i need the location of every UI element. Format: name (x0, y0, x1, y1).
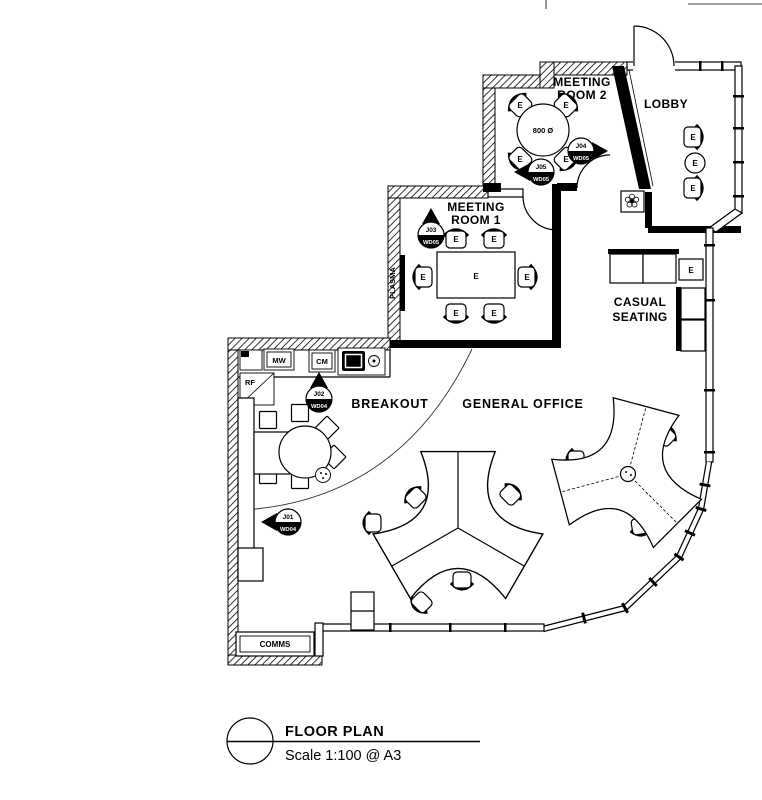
plant-icon (620, 190, 645, 213)
plasma-screen (400, 255, 405, 311)
joinery-tag-j01: J01 WD04 (261, 508, 302, 536)
solid-walls (390, 66, 741, 348)
wall-jog (707, 208, 744, 233)
desk-pod (535, 385, 722, 557)
room-meeting-room-1: MEETING ROOM 1 E E E E E E E PLASMA (388, 200, 538, 324)
comms-door-jamb (314, 622, 324, 657)
equipment-label: E (473, 272, 479, 281)
round-stool (315, 467, 331, 483)
tag-arrow-left-icon (514, 163, 530, 181)
stool (290, 403, 310, 423)
tag-arrow-up-icon (422, 208, 440, 224)
casual-seating-label-line2: SEATING (612, 310, 667, 324)
joinery-tag-j03: J03 WD05 (417, 208, 445, 249)
desk-pod (362, 450, 544, 619)
lobby-label: LOBBY (644, 97, 688, 111)
side-table (678, 258, 704, 281)
meeting-room-2-label-line1: MEETING (553, 75, 610, 89)
tag-id: J01 (283, 514, 294, 521)
equipment-label: E (524, 273, 530, 282)
coffee-machine-label: CM (316, 357, 328, 366)
tag-sheet: WD05 (573, 156, 590, 162)
lobby-side-table (684, 152, 706, 174)
tag-sheet: WD04 (311, 404, 328, 410)
joinery-tag-j04: J04 WD05 (567, 137, 608, 165)
sink-icon (337, 347, 386, 376)
refrigerator-label: RF (245, 378, 255, 387)
wall-cabinet (237, 547, 264, 582)
room-general-office: GENERAL OFFICE (350, 385, 722, 631)
tag-id: J04 (576, 143, 587, 150)
office-chair (495, 478, 527, 510)
room-breakout: BREAKOUT MW CM RF (237, 347, 428, 582)
equipment-label: E (692, 159, 698, 168)
sheet-edge-lines (545, 0, 762, 9)
title-block: FLOOR PLAN Scale 1:100 @ A3 (226, 717, 480, 765)
pod-hub (619, 465, 637, 483)
tag-arrow-left-icon (261, 513, 277, 531)
lobby-diagonal-wall (612, 66, 651, 189)
pedestal-unit (350, 591, 375, 631)
sofa-back (676, 287, 681, 351)
tag-sheet: WD05 (423, 240, 440, 246)
tag-sheet: WD05 (533, 177, 550, 183)
meeting-room-1-label-line2: ROOM 1 (451, 213, 501, 227)
glazing-walls (314, 60, 744, 657)
equipment-label: E (491, 309, 497, 318)
breakout-round-table (278, 425, 332, 479)
breakout-zone-arc (242, 348, 473, 511)
equipment-label: E (563, 101, 569, 110)
tag-arrow-right-icon (592, 142, 608, 160)
equipment-label: E (517, 101, 523, 110)
meeting-room-2-door-arc (576, 154, 611, 189)
mr1-top-wall-thin (487, 188, 524, 198)
stool (258, 410, 278, 430)
drawing-scale: Scale 1:100 @ A3 (285, 748, 401, 764)
comms-label: COMMS (260, 640, 291, 649)
doors (522, 25, 675, 231)
office-chair (362, 510, 383, 536)
sofa-cushion (680, 319, 706, 352)
tag-id: J03 (426, 227, 437, 234)
curtain-wall-mullions (581, 482, 711, 624)
sofa-cushion (609, 253, 644, 284)
table-diameter-label: 800 Ø (533, 126, 554, 135)
lobby-entry-door-arc (633, 25, 675, 67)
equipment-label: E (690, 184, 696, 193)
equipment-label: E (517, 155, 523, 164)
equipment-label: E (420, 273, 426, 282)
equipment-label: E (690, 133, 696, 142)
joinery-tag-j02: J02 WD04 (305, 372, 333, 413)
equipment-label: E (491, 235, 497, 244)
diagonal-sidelight-line (628, 69, 654, 187)
sofa-back (608, 249, 679, 254)
equipment-label: E (453, 309, 459, 318)
sofa-cushion (642, 253, 677, 284)
meeting-room-1-label-line1: MEETING (447, 200, 504, 214)
tag-id: J02 (314, 391, 325, 398)
room-lobby: LOBBY E E E (620, 97, 706, 213)
meeting-room-1-door-arc (522, 195, 558, 231)
equipment-label: E (563, 155, 569, 164)
casual-seating-label-line1: CASUAL (614, 295, 666, 309)
equipment-label: E (453, 235, 459, 244)
round-meeting-table (516, 103, 570, 157)
tag-sheet: WD04 (280, 527, 297, 533)
equipment-label: E (688, 266, 694, 275)
drawing-title: FLOOR PLAN (285, 724, 384, 740)
office-chair (449, 570, 475, 591)
tag-id: J05 (536, 164, 547, 171)
joinery-tag-j05: J05 WD05 (514, 158, 555, 186)
general-office-label: GENERAL OFFICE (462, 397, 583, 411)
room-comms: COMMS (235, 631, 315, 657)
room-meeting-room-2: MEETING ROOM 2 800 Ø E E E E (503, 75, 610, 176)
sofa-cushion (680, 287, 706, 320)
tag-arrow-up-icon (310, 372, 328, 388)
plasma-label: PLASMA (388, 267, 397, 299)
microwave-label: MW (272, 356, 286, 365)
room-casual-seating: CASUAL SEATING E (608, 249, 706, 352)
meeting-table (436, 251, 516, 299)
breakout-label: BREAKOUT (351, 397, 428, 411)
